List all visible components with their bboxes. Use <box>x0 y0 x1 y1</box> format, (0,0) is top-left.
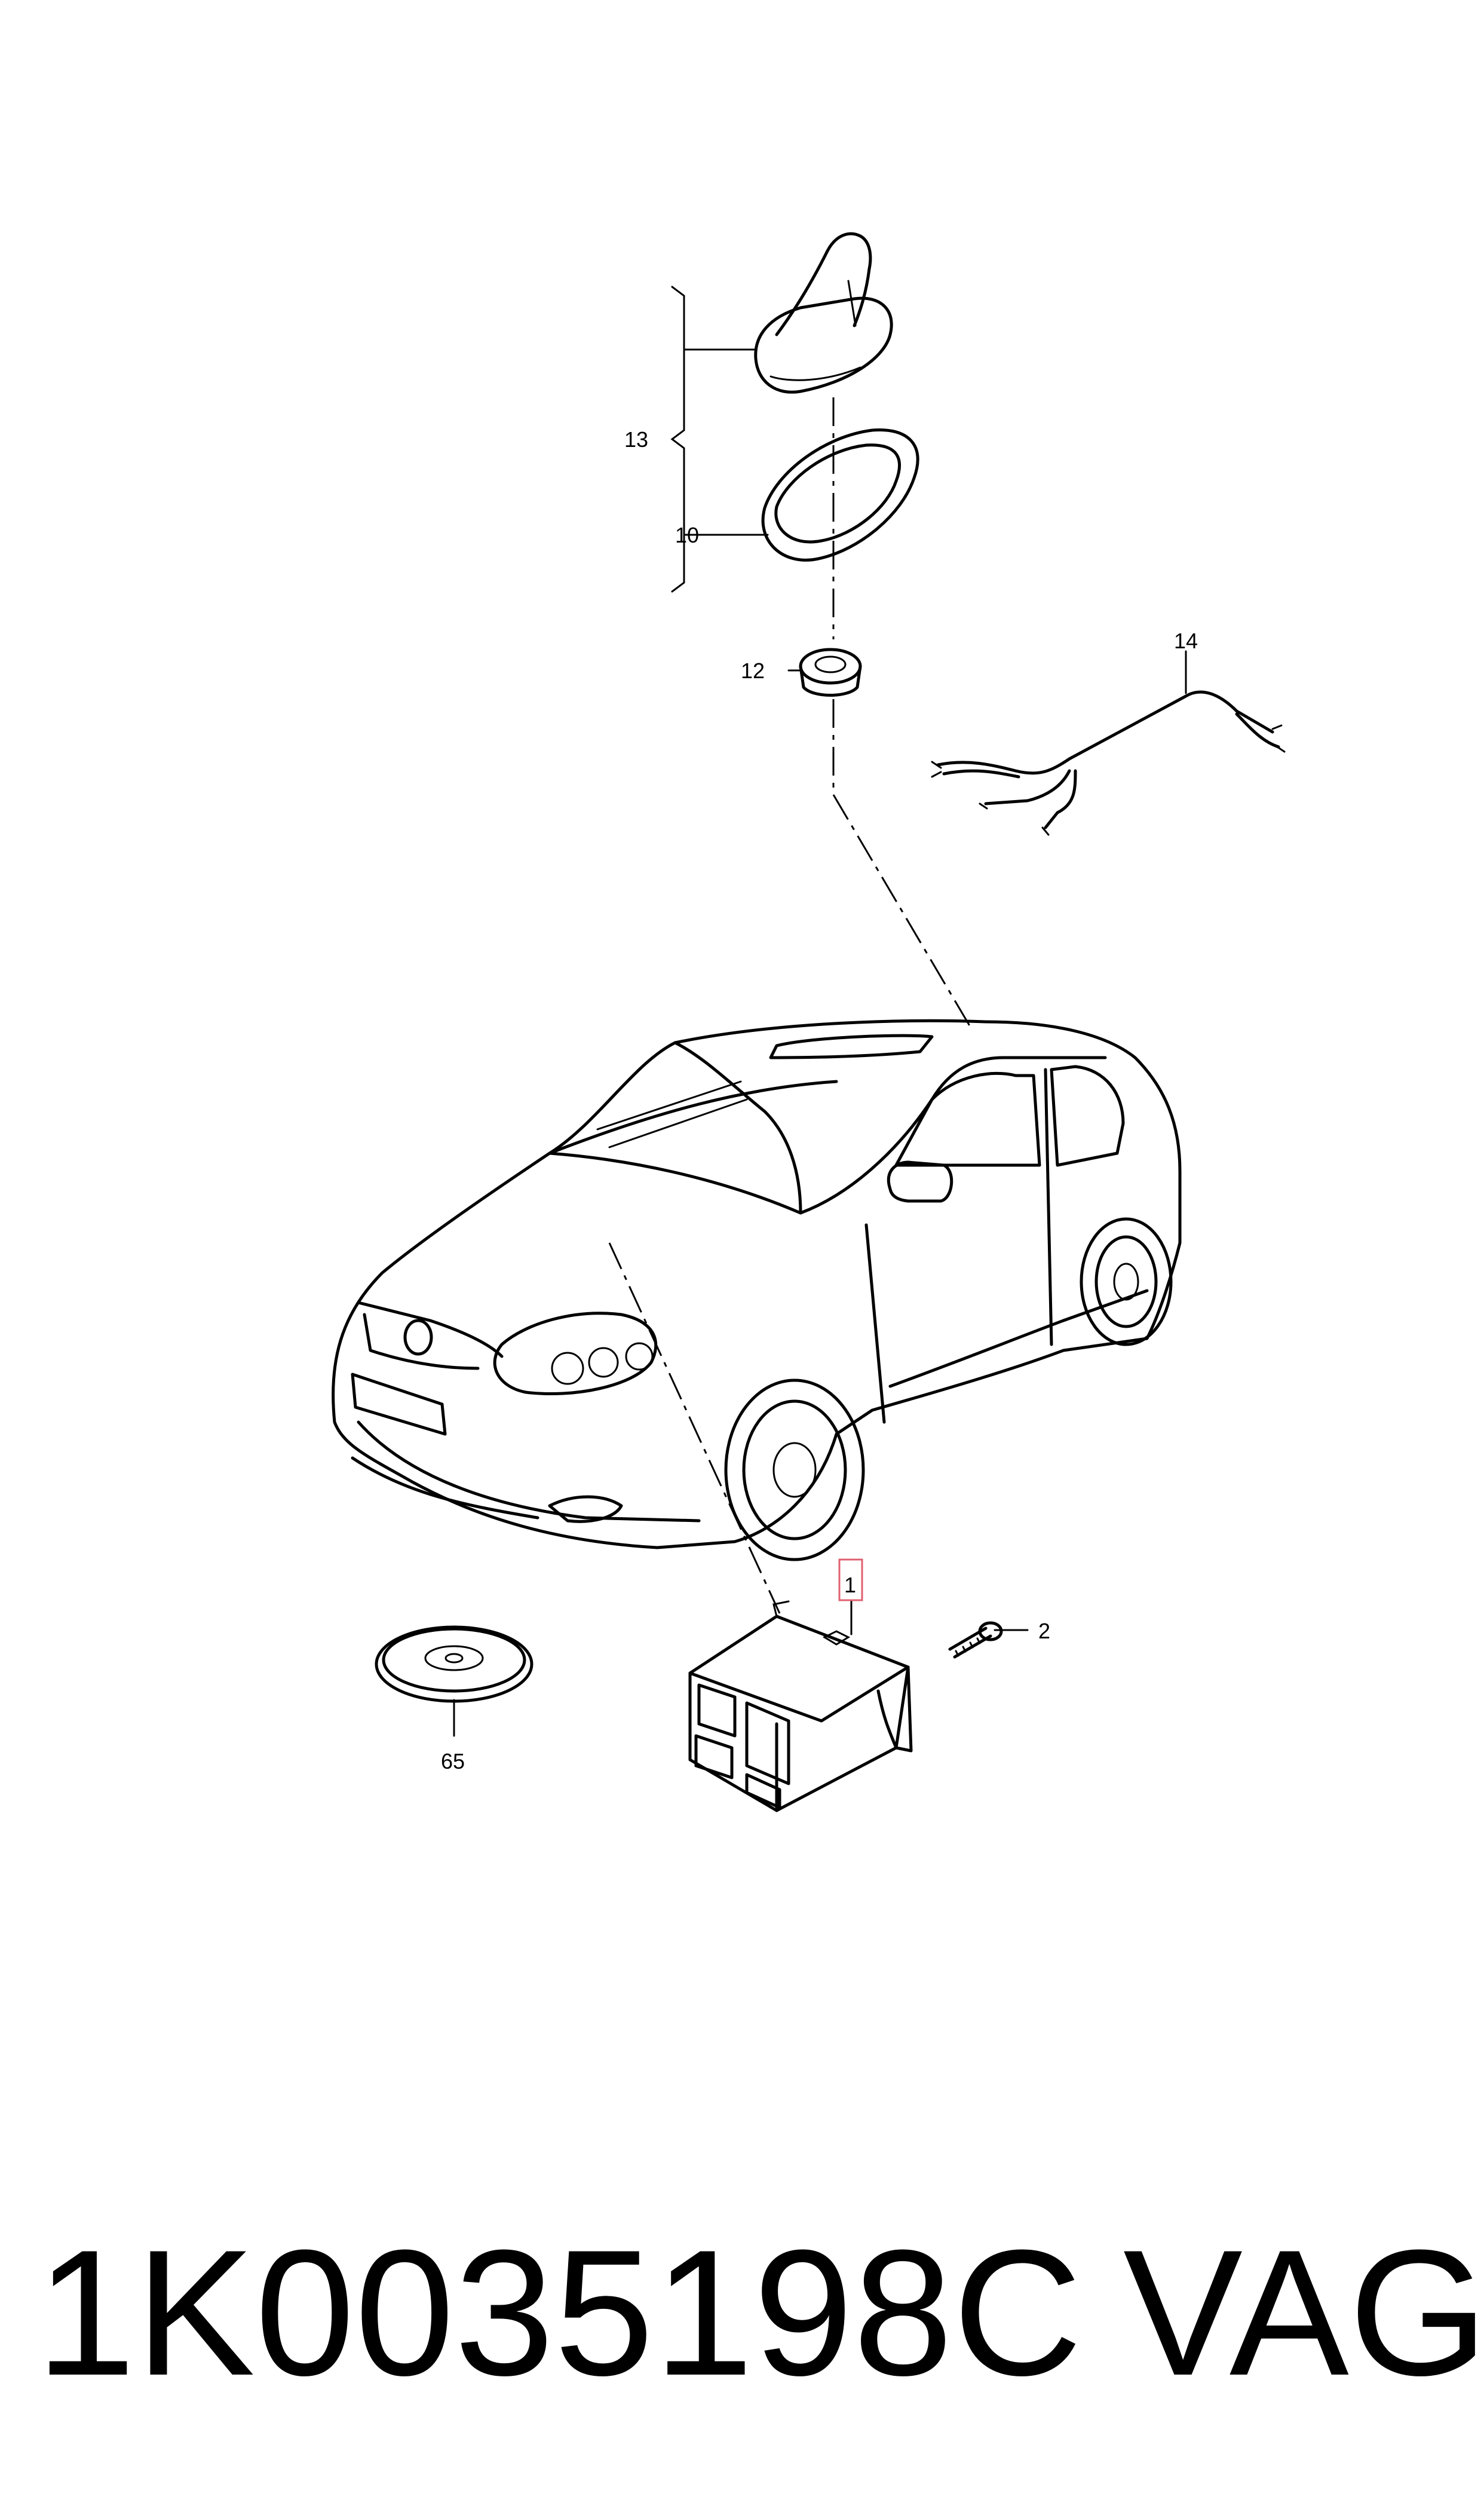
part-number: 1K0035198C <box>36 2212 1083 2413</box>
bolt <box>948 1621 1003 1659</box>
antenna-gasket <box>761 428 919 562</box>
callout-1: 1 <box>844 1573 856 1597</box>
callout-13: 13 <box>624 427 648 452</box>
callout-12: 12 <box>741 658 765 683</box>
highlight-box <box>838 1558 863 1601</box>
callout-65: 65 <box>441 1749 465 1773</box>
car-illustration <box>332 1019 1182 1561</box>
wiring-harness <box>931 690 1286 836</box>
antenna-nut <box>799 648 862 697</box>
callout-14: 14 <box>1174 629 1198 653</box>
callout-10: 10 <box>675 523 699 547</box>
disc-washer <box>375 1625 533 1703</box>
shark-fin-antenna <box>754 232 893 394</box>
callout-2: 2 <box>1038 1619 1050 1643</box>
assembly-lines <box>608 397 972 1614</box>
leader-lines <box>453 286 1187 1737</box>
control-unit <box>688 1600 913 1812</box>
brand-name: VAG <box>1123 2212 1484 2413</box>
